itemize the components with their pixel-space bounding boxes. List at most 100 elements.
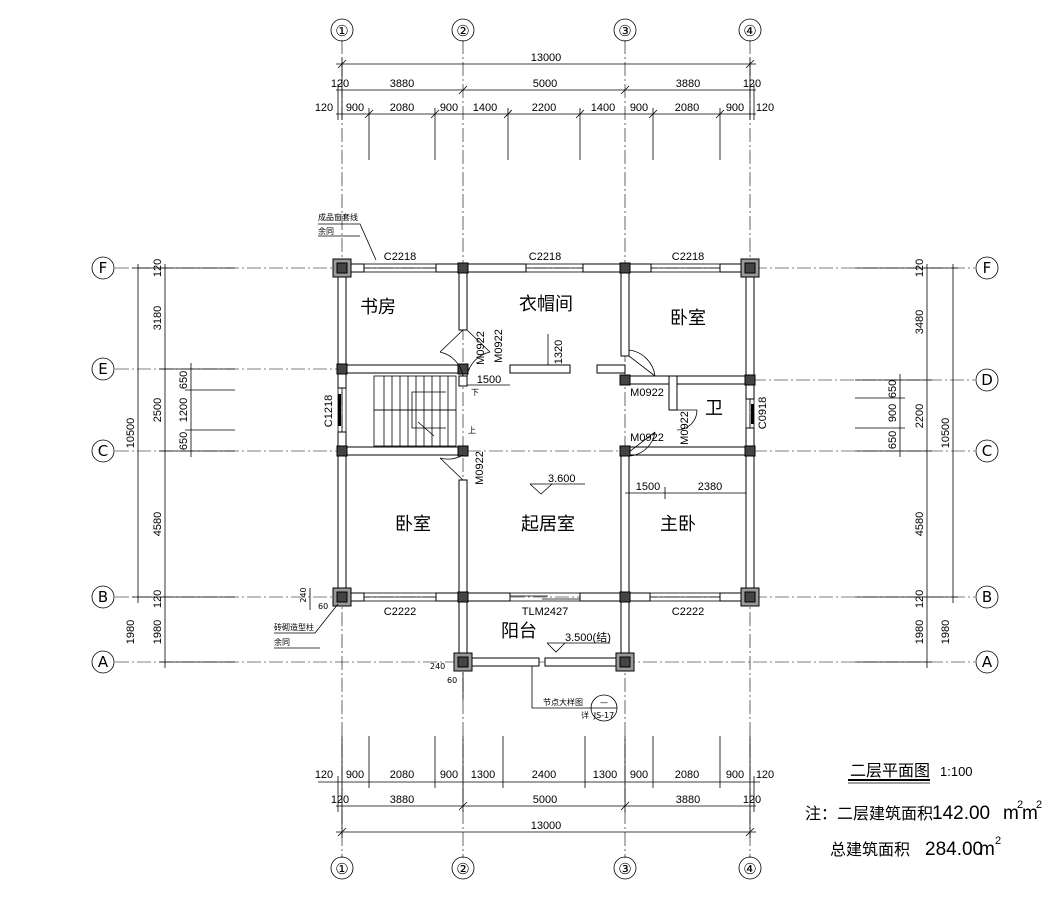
note-line1-sup: 2 (1017, 799, 1023, 811)
drawing-scale: 1:100 (940, 764, 973, 779)
dim-top-inner-6: 1400 (591, 102, 615, 114)
room-master: 主卧 (660, 514, 696, 535)
dim-left-mid-1: 3180 (152, 306, 164, 330)
axis-left-f: F (99, 259, 108, 277)
dim-right-mid-3: 4580 (914, 512, 926, 536)
dim-left-mid-5: 1980 (152, 620, 164, 644)
interior-dimensions: 1320 1500 1500 2380 (467, 334, 746, 499)
top-dimensions: 13000 120 3880 5000 3880 120 120 900 208… (315, 52, 774, 160)
dim-top-inner-9: 900 (726, 102, 744, 114)
dim-bottom-inner-7: 900 (630, 769, 648, 781)
dim-left-inner-3: 1980 (125, 620, 137, 644)
dim-top-inner-1: 900 (346, 102, 364, 114)
col-dim-2: 240 (430, 662, 445, 671)
door-m0922-c: M0922 (474, 451, 486, 485)
axis-top-4: ④ (743, 22, 756, 40)
note-line1-sup-2: 2 (1036, 799, 1042, 811)
node-ref-bottom: JS-17 (593, 711, 615, 720)
dim-right-inner-1: 900 (887, 404, 899, 422)
axis-right-c: C (982, 442, 992, 460)
door-tlm2427: TLM2427 (522, 606, 568, 618)
dim-bottom-inner-0: 120 (315, 769, 333, 781)
dim-left-inner-1: 1200 (178, 398, 190, 422)
columns (332, 258, 760, 672)
balcony-level: 3.500(结) (565, 631, 611, 644)
axis-bottom-4: ④ (743, 860, 756, 878)
dim-top-inner-5: 2200 (532, 102, 556, 114)
note-line1-prefix: 注：二层建筑面积 (805, 804, 933, 823)
dim-inner-2: 1500 (636, 481, 660, 493)
dim-bottom-inner-10: 120 (756, 769, 774, 781)
dim-right-mid-4: 120 (914, 590, 926, 608)
stair-up-label: 上 (468, 426, 476, 435)
axis-bottom-1: ① (335, 860, 348, 878)
dim-bottom-mid-3: 3880 (676, 794, 700, 806)
axis-right-a: A (982, 653, 993, 671)
dim-right-mid-0: 120 (914, 259, 926, 277)
dim-bottom-total: 13000 (531, 820, 562, 832)
window-c0918: C0918 (757, 397, 769, 429)
axis-left-a: A (98, 653, 109, 671)
right-dimensions: 10500 120 3480 2200 4580 120 1980 650 90… (855, 259, 958, 668)
grid-lines (115, 40, 975, 858)
door-m0922-b: M0922 (493, 329, 505, 363)
note-line2-sup: 2 (995, 835, 1001, 847)
room-labels: 书房 衣帽间 卧室 卫 卧室 起居室 主卧 阳台 (360, 294, 723, 642)
window-c2218-1: C2218 (384, 251, 416, 263)
dim-left-mid-3: 4580 (152, 512, 164, 536)
column-note: 砖砌造型柱 (274, 622, 314, 632)
title-block: 二层平面图 1:100 注：二层建筑面积 142.00 m 2 m 2 总建筑面… (805, 761, 1042, 860)
dim-right-mid-5: 1980 (914, 620, 926, 644)
dim-top-inner-0: 120 (315, 102, 333, 114)
dim-right-mid-2: 2200 (914, 404, 926, 428)
axis-right-d: D (981, 371, 993, 389)
door-m0922-e: M0922 (630, 432, 664, 444)
dim-right-inner-3: 1980 (940, 620, 952, 644)
dim-top-mid-4: 120 (743, 78, 761, 90)
dim-bottom-inner-2: 2080 (390, 769, 414, 781)
dim-top-total: 13000 (531, 52, 562, 64)
room-living: 起居室 (521, 514, 575, 535)
note-line2-prefix: 总建筑面积 (830, 840, 910, 859)
window-c2222-2: C2222 (672, 606, 704, 618)
drawing-title: 二层平面图 (850, 761, 930, 780)
note-line1-unit: m (1003, 803, 1019, 824)
door-m0922-d: M0922 (630, 387, 664, 399)
dim-right-inner-2: 650 (887, 431, 899, 449)
dim-top-mid-1: 3880 (390, 78, 414, 90)
dim-bottom-inner-9: 900 (726, 769, 744, 781)
dim-bottom-inner-4: 1300 (471, 769, 495, 781)
dim-bottom-inner-3: 900 (440, 769, 458, 781)
stair-down-label: 下 (471, 388, 479, 397)
dim-left-mid-0: 120 (152, 259, 164, 277)
column-note-2: 余同 (274, 637, 290, 647)
bottom-dimensions: 120 900 2080 900 1300 2400 1300 900 2080… (315, 736, 774, 838)
room-closet: 衣帽间 (519, 294, 573, 315)
dim-top-inner-8: 2080 (675, 102, 699, 114)
windows: C2218 C2218 C2218 C2222 C2222 TLM2427 C1… (323, 251, 769, 618)
axis-bubbles: ① ② ③ ④ ① ② ③ ④ F E C B A F D C B A (91, 18, 999, 880)
dim-bottom-mid-0: 120 (331, 794, 349, 806)
note-line1-value: 142.00 (932, 803, 990, 824)
axis-left-c: C (98, 442, 108, 460)
dim-inner-0: 1320 (553, 340, 565, 364)
dim-right-outer: 10500 (940, 418, 952, 449)
axis-left-b: B (98, 588, 108, 606)
axis-right-b: B (982, 588, 992, 606)
axis-right-f: F (983, 259, 992, 277)
dim-top-inner-10: 120 (756, 102, 774, 114)
dim-top-inner-4: 1400 (473, 102, 497, 114)
room-bedroom-sw: 卧室 (395, 514, 431, 535)
floor-level: 3.600 (548, 473, 576, 485)
dim-left-outer: 10500 (125, 418, 137, 449)
window-c1218: C1218 (323, 395, 335, 427)
door-m0922-f: M0922 (679, 411, 691, 445)
dim-bottom-inner-6: 1300 (593, 769, 617, 781)
room-study: 书房 (360, 297, 396, 318)
col-dim-3: 60 (447, 676, 457, 685)
room-bath: 卫 (705, 398, 723, 419)
dim-inner-1: 1500 (477, 374, 501, 386)
dim-top-inner-2: 2080 (390, 102, 414, 114)
col-dim-0: 240 (299, 587, 308, 602)
